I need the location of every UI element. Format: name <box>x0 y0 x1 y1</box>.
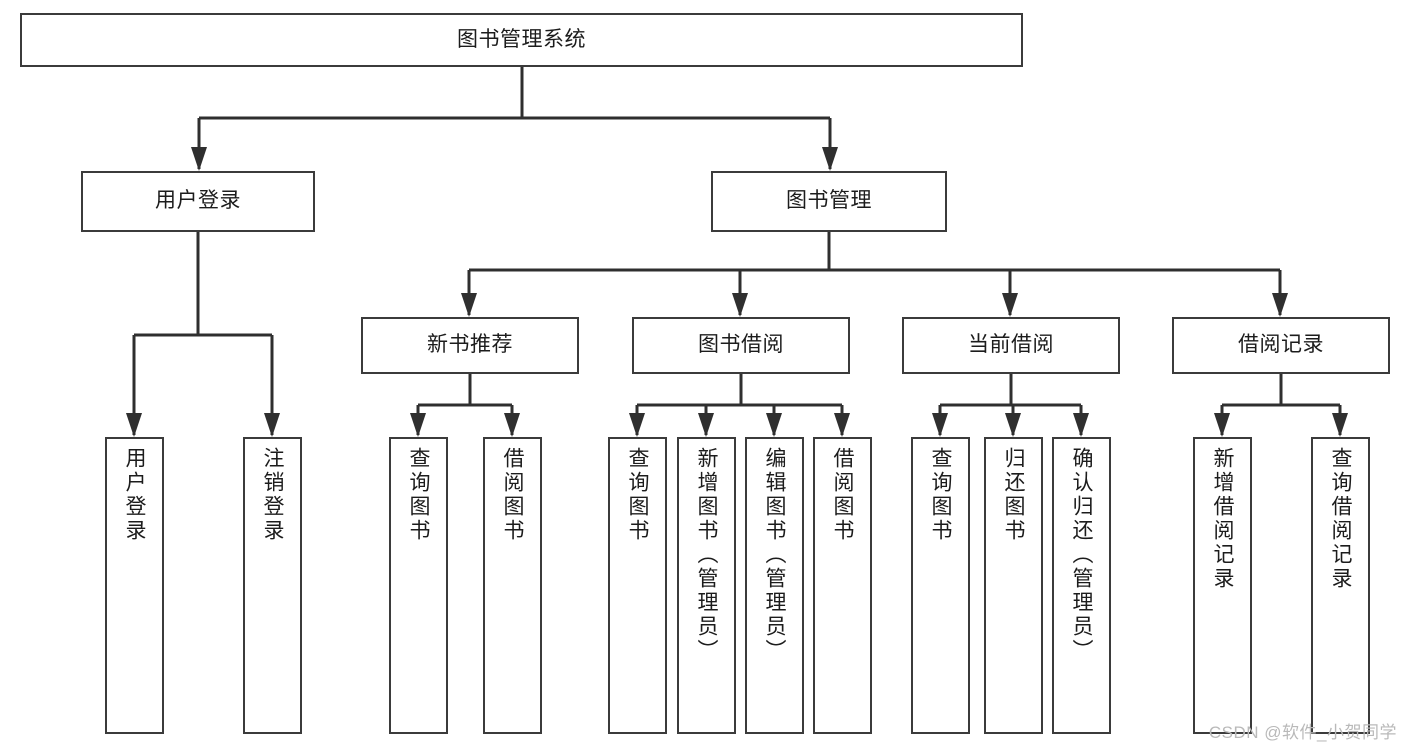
arrow-head-c-newbook-1 <box>504 413 520 437</box>
arrow-head-c-current-2 <box>1073 413 1089 437</box>
node-box-l-login-1[interactable]: 用户登录 <box>105 437 164 734</box>
node-box-n-newbook[interactable]: 新书推荐 <box>361 317 579 374</box>
node-box-n-login[interactable]: 用户登录 <box>81 171 315 232</box>
node-label-l-current-1: 查询图书 <box>929 447 952 543</box>
node-box-l-borrow-3[interactable]: 编辑图书（管理员） <box>745 437 804 734</box>
arrow-head-c-record-1 <box>1332 413 1348 437</box>
arrow-head-c-root-1 <box>822 147 838 171</box>
arrow-head-c-newbook-0 <box>410 413 426 437</box>
node-label-l-record-2: 查询借阅记录 <box>1329 447 1352 591</box>
node-box-l-login-2[interactable]: 注销登录 <box>243 437 302 734</box>
node-label-root: 图书管理系统 <box>457 27 586 51</box>
node-box-l-newbook-1[interactable]: 查询图书 <box>389 437 448 734</box>
arrow-head-c-bookmgmt-2 <box>1002 293 1018 317</box>
arrow-head-c-borrow-1 <box>698 413 714 437</box>
node-label-n-record: 借阅记录 <box>1238 333 1324 357</box>
node-label-l-login-1: 用户登录 <box>123 447 146 543</box>
node-label-l-login-2: 注销登录 <box>261 447 284 543</box>
node-box-l-borrow-4[interactable]: 借阅图书 <box>813 437 872 734</box>
node-label-l-record-1: 新增借阅记录 <box>1211 447 1234 591</box>
arrow-head-c-root-0 <box>191 147 207 171</box>
node-label-l-borrow-2: 新增图书（管理员） <box>695 447 718 663</box>
node-box-n-record[interactable]: 借阅记录 <box>1172 317 1390 374</box>
node-box-n-bookmgmt[interactable]: 图书管理 <box>711 171 947 232</box>
node-box-l-current-2[interactable]: 归还图书 <box>984 437 1043 734</box>
arrow-head-c-current-0 <box>932 413 948 437</box>
arrow-head-c-login-1 <box>264 413 280 437</box>
arrow-head-c-borrow-2 <box>766 413 782 437</box>
node-label-l-borrow-3: 编辑图书（管理员） <box>763 447 786 663</box>
node-label-l-borrow-1: 查询图书 <box>626 447 649 543</box>
node-box-l-current-3[interactable]: 确认归还（管理员） <box>1052 437 1111 734</box>
node-box-l-record-1[interactable]: 新增借阅记录 <box>1193 437 1252 734</box>
arrow-head-c-bookmgmt-1 <box>732 293 748 317</box>
arrow-head-c-record-0 <box>1214 413 1230 437</box>
node-label-l-current-3: 确认归还（管理员） <box>1070 447 1093 663</box>
node-box-l-newbook-2[interactable]: 借阅图书 <box>483 437 542 734</box>
node-label-n-newbook: 新书推荐 <box>427 333 513 357</box>
node-label-l-newbook-1: 查询图书 <box>407 447 430 543</box>
watermark-text: CSDN @软件_小贺同学 <box>1208 723 1397 742</box>
node-label-l-newbook-2: 借阅图书 <box>501 447 524 543</box>
arrow-head-c-login-0 <box>126 413 142 437</box>
node-box-l-borrow-2[interactable]: 新增图书（管理员） <box>677 437 736 734</box>
arrow-head-c-current-1 <box>1005 413 1021 437</box>
node-box-n-borrow[interactable]: 图书借阅 <box>632 317 850 374</box>
node-label-n-bookmgmt: 图书管理 <box>786 189 872 213</box>
node-label-n-current: 当前借阅 <box>968 333 1054 357</box>
arrow-head-c-borrow-0 <box>629 413 645 437</box>
node-box-n-current[interactable]: 当前借阅 <box>902 317 1120 374</box>
node-box-l-record-2[interactable]: 查询借阅记录 <box>1311 437 1370 734</box>
node-label-l-current-2: 归还图书 <box>1002 447 1025 543</box>
node-box-root[interactable]: 图书管理系统 <box>20 13 1023 67</box>
node-box-l-borrow-1[interactable]: 查询图书 <box>608 437 667 734</box>
node-label-n-login: 用户登录 <box>155 189 241 213</box>
node-label-n-borrow: 图书借阅 <box>698 333 784 357</box>
arrow-head-c-borrow-3 <box>834 413 850 437</box>
arrow-head-c-bookmgmt-3 <box>1272 293 1288 317</box>
arrow-head-c-bookmgmt-0 <box>461 293 477 317</box>
node-box-l-current-1[interactable]: 查询图书 <box>911 437 970 734</box>
node-label-l-borrow-4: 借阅图书 <box>831 447 854 543</box>
